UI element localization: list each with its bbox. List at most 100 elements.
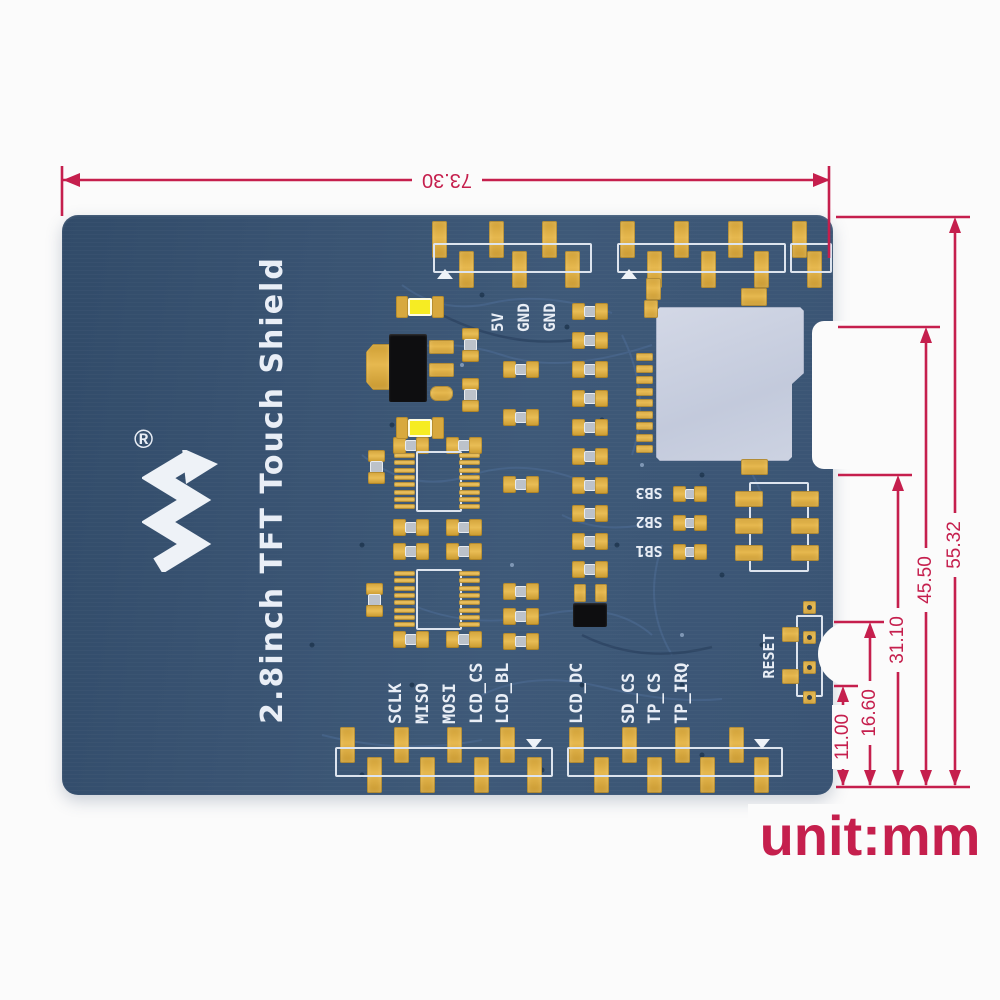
pin1-marker <box>621 269 637 279</box>
resistor <box>572 361 608 378</box>
ic-pin <box>394 474 415 480</box>
ic-pin <box>394 504 415 510</box>
resistor <box>503 476 539 493</box>
ic-pin <box>394 607 415 613</box>
smd-pad <box>542 221 557 258</box>
ic-pin <box>459 622 480 628</box>
resistor <box>446 519 482 536</box>
tantalum-capacitor <box>366 344 390 390</box>
smd-pad <box>512 251 527 288</box>
ic-pin <box>459 453 480 458</box>
ic-pin <box>394 460 415 466</box>
ic-pin <box>394 592 415 598</box>
resistor <box>462 328 479 362</box>
pin1-marker <box>437 269 453 279</box>
sd-finger <box>636 422 653 430</box>
smd-pad <box>447 727 462 763</box>
ic-pin <box>394 453 415 458</box>
sd-edge-cutout <box>812 321 852 469</box>
dim-right-31.10: 31.10 <box>887 608 909 672</box>
resistor <box>572 561 608 578</box>
led <box>396 296 444 318</box>
smd-pad <box>782 627 799 642</box>
ic-pin <box>459 592 480 598</box>
smd-pad <box>622 727 637 763</box>
ic-pin <box>459 489 480 495</box>
resistor <box>368 450 385 484</box>
ic-pin <box>394 578 415 584</box>
smd-pad <box>432 221 447 258</box>
smd-pad <box>620 221 635 258</box>
resistor <box>572 477 608 494</box>
resistor <box>446 437 482 454</box>
resistor <box>366 583 383 617</box>
resistor <box>572 533 608 550</box>
resistor <box>572 448 608 465</box>
ic-pin <box>394 482 415 488</box>
resistor <box>572 390 608 407</box>
resistor <box>393 519 429 536</box>
smd-pad <box>791 491 819 507</box>
pin1-marker <box>754 739 770 749</box>
sd-finger <box>636 445 653 453</box>
ic-pin <box>459 571 480 576</box>
resistor <box>572 303 608 320</box>
ic-pin <box>459 614 480 620</box>
ic-pin <box>394 496 415 502</box>
ic-pin <box>459 600 480 606</box>
resistor <box>503 608 539 625</box>
sd-finger <box>636 399 653 407</box>
transistor-chip <box>573 603 607 627</box>
resistor <box>462 378 479 412</box>
led <box>396 417 444 439</box>
ic-pin <box>459 482 480 488</box>
smd-pad <box>675 727 690 763</box>
resistor <box>446 631 482 648</box>
registered-mark: ® <box>134 424 154 454</box>
ic-pin <box>394 585 415 591</box>
dim-right-45.50: 45.50 <box>915 548 937 612</box>
smd-pad <box>807 251 822 288</box>
smd-pad <box>735 545 763 561</box>
dim-right-16.60: 16.60 <box>859 681 881 745</box>
waveshare-logo-icon <box>142 450 218 572</box>
smd-pad <box>728 221 743 258</box>
smd-pad <box>429 363 454 377</box>
header-outline <box>567 747 783 777</box>
smd-pad <box>729 727 744 763</box>
dim-unit-label: unit:mm <box>748 804 992 867</box>
smd-pad <box>430 386 453 401</box>
sd-finger <box>636 433 653 442</box>
resistor <box>503 583 539 600</box>
resistor <box>503 361 539 378</box>
sd-finger <box>636 364 653 373</box>
smd-pad <box>500 727 515 763</box>
sd-finger <box>636 410 653 419</box>
resistor <box>446 543 482 560</box>
ic-pin <box>394 489 415 495</box>
resistor <box>393 543 429 560</box>
ic-pin <box>394 614 415 620</box>
ic-pin <box>394 622 415 628</box>
smd-pad <box>674 221 689 258</box>
resistor <box>393 631 429 648</box>
ic-footprint-outline <box>416 451 462 512</box>
smd-pad <box>741 288 767 306</box>
smd-pad <box>340 727 355 763</box>
smd-pad <box>489 221 504 258</box>
smd-pad <box>792 221 807 258</box>
ic-pin <box>394 467 415 473</box>
ic-pin <box>459 460 480 466</box>
dim-board-width: 73.30 <box>412 168 482 192</box>
reset-pin-pad <box>803 691 816 704</box>
ic-pin <box>459 607 480 613</box>
ic-pin <box>459 474 480 480</box>
resistor <box>393 437 429 454</box>
smd-pad <box>701 251 716 288</box>
resistor <box>572 332 608 349</box>
resistor <box>503 409 539 426</box>
ic-pin <box>459 496 480 502</box>
header-outline <box>617 243 786 273</box>
ic-pin <box>394 600 415 606</box>
